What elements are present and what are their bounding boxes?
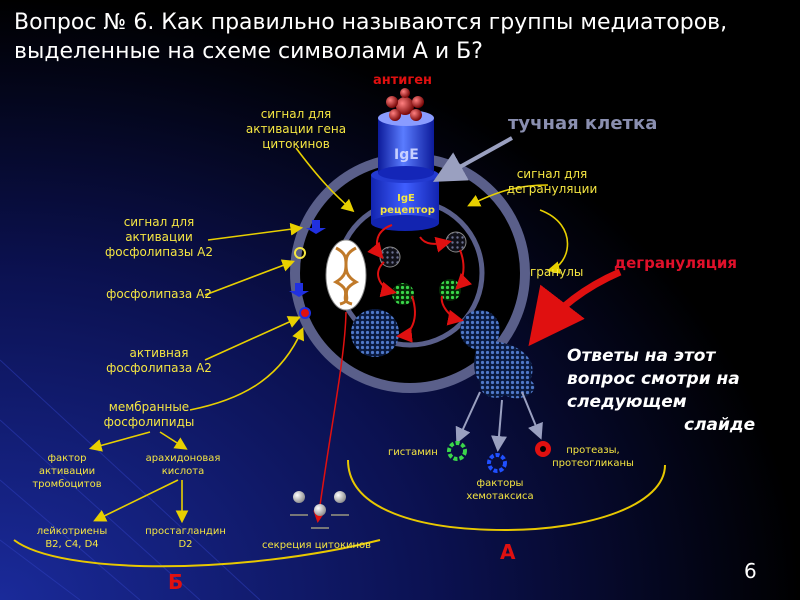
prostaglandin-label: простагландин D2 <box>138 525 233 551</box>
group-b-letter: Б <box>168 570 183 594</box>
active-phospholipase-label: активная фосфолипаза А2 <box>84 346 234 376</box>
granule-large <box>351 309 399 357</box>
signal-degranulation-label: сигнал для дегрануляции <box>492 167 612 197</box>
page-number: 6 <box>744 559 757 583</box>
proteases-label: протеазы, протеогликаны <box>545 444 641 470</box>
dna-icon <box>326 240 366 310</box>
ige-antibody <box>378 110 434 180</box>
paf-label: фактор активации тромбоцитов <box>22 452 112 491</box>
ige-label: IgE <box>394 147 419 163</box>
signal-cytokine-gene-label: сигнал для активации гена цитокинов <box>236 107 356 152</box>
granules-label: гранулы <box>530 265 583 280</box>
phospholipase-label: фосфолипаза А2 <box>84 287 234 302</box>
arachidonic-acid-label: арахидоновая кислота <box>138 452 228 478</box>
granule-green-1 <box>392 283 414 305</box>
histamine-label: гистамин <box>388 445 438 460</box>
leukotrienes-label: лейкотриены B2, C4, D4 <box>22 525 122 551</box>
membrane-phospholipids-label: мембранные фосфолипиды <box>84 400 214 430</box>
granule-small-2 <box>446 232 466 252</box>
chemotaxis-label: факторы хемотаксиса <box>455 477 545 503</box>
ige-receptor-label: IgE рецептор <box>380 193 432 217</box>
slide-title: Вопрос № 6. Как правильно называются гру… <box>14 8 786 66</box>
signal-phospholipase-label: сигнал для активации фосфолипазы А2 <box>84 215 234 260</box>
answer-note: Ответы на этот вопрос смотри на следующе… <box>567 345 755 437</box>
degranulation-label: дегрануляция <box>614 254 737 272</box>
group-a-letter: А <box>500 540 515 564</box>
cytokine-secretion-label: секреция цитокинов <box>262 538 371 553</box>
antigen-label: антиген <box>373 73 432 88</box>
mast-cell-label: тучная клетка <box>508 113 657 134</box>
